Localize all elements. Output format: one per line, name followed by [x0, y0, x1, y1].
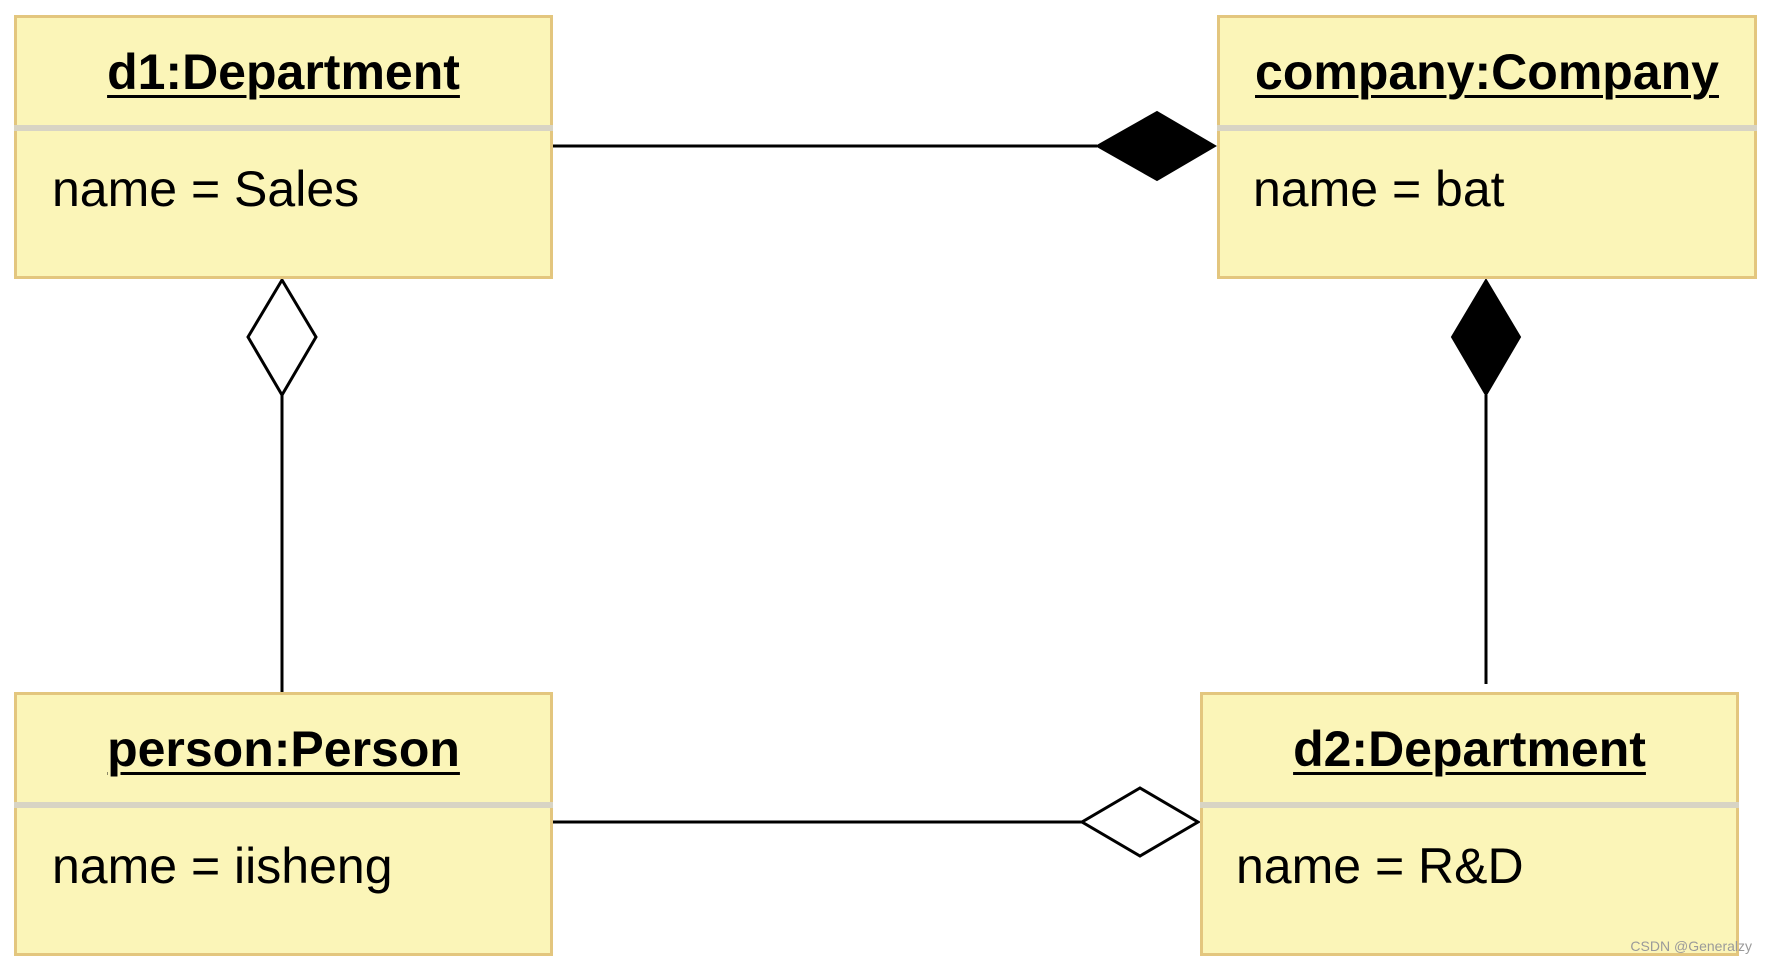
- compartment-divider: [1217, 125, 1757, 131]
- object-attribute: name = bat: [1253, 161, 1505, 217]
- object-title: d2:Department: [1293, 720, 1646, 777]
- object-attribute: name = iisheng: [52, 838, 393, 894]
- object-title: company:Company: [1255, 43, 1719, 100]
- hollow-diamond-icon: [246, 277, 318, 398]
- hollow-diamond-icon: [1079, 786, 1201, 858]
- object-attribute: name = Sales: [52, 161, 360, 217]
- filled-diamond-icon: [1450, 278, 1522, 397]
- compartment-divider: [14, 802, 553, 808]
- object-box-d1[interactable]: d1:Department name = Sales: [14, 15, 553, 279]
- object-attribute: name = R&D: [1236, 838, 1524, 894]
- object-box-d2[interactable]: d2:Department name = R&D: [1200, 692, 1739, 956]
- watermark: CSDN @Generalzy: [1630, 938, 1752, 954]
- object-box-person[interactable]: person:Person name = iisheng: [14, 692, 553, 956]
- object-box-company[interactable]: company:Company name = bat: [1217, 15, 1757, 279]
- filled-diamond-icon: [1094, 110, 1217, 182]
- object-title: person:Person: [107, 720, 460, 777]
- compartment-divider: [14, 125, 553, 131]
- compartment-divider: [1200, 802, 1739, 808]
- object-title: d1:Department: [107, 43, 460, 100]
